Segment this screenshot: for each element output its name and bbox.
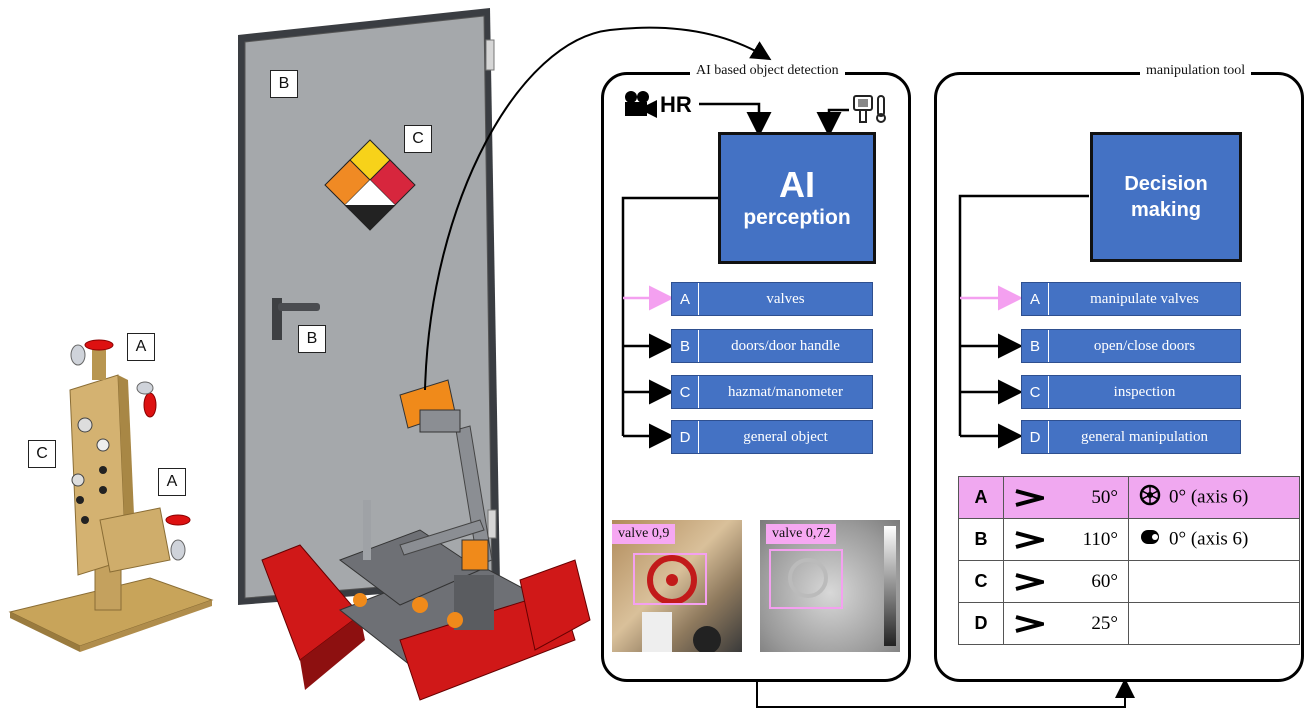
ai-item-key: A [672,283,699,315]
row-key: A [958,476,1004,519]
decision-item-d: D general manipulation [1021,420,1241,454]
axis-rotation: 0° (axis 6) [1169,485,1249,507]
decision-item-b: B open/close doors [1021,329,1241,363]
ai-item-b: B doors/door handle [671,329,873,363]
decision-flow-lines [958,194,1089,449]
axis-rotation [1128,602,1300,645]
red-valve-wheel-icon [633,553,721,652]
gripper-angle-icon [1014,530,1050,556]
gripper-angle-icon [1014,488,1050,514]
label-hazmat-c: C [404,125,432,153]
ai-box-subtitle: perception [743,206,851,229]
decision-item-c: C inspection [1021,375,1241,409]
hr-camera-label: HR [660,92,692,117]
decision-item-key: B [1022,330,1049,362]
table-row: A 50° 0° (axis 6) [958,476,1300,519]
tool-parameter-table: A 50° 0° (axis 6) B 110° 0° (axis 6) C 6… [958,476,1300,645]
label-valve-a-bottom: A [158,468,186,496]
thermal-valve-icon [769,526,896,646]
ai-item-text: hazmat/manometer [728,383,843,400]
ai-item-text: valves [766,290,805,307]
row-key: C [958,560,1004,603]
ai-item-text: general object [743,428,828,445]
ai-perception-box: AI perception [718,132,876,264]
door-handle-icon [1139,526,1161,554]
detection-label-thermal: valve 0,72 [766,524,837,544]
ai-item-key: D [672,421,699,453]
decision-item-text: open/close doors [1093,337,1196,354]
ai-flow-lines [621,102,849,449]
decision-box-line2: making [1130,199,1202,221]
thermal-detection-image: valve 0,72 [760,520,900,652]
label-door-b: B [270,70,298,98]
panel-connector-arrow [756,678,1135,708]
decision-item-key: C [1022,376,1049,408]
gripper-angle: 60° [1091,570,1118,592]
detection-arrow [424,26,772,391]
hazmat-placards [324,139,416,231]
gripper-angle-icon [1014,614,1050,640]
decision-item-text: general manipulation [1080,428,1209,445]
decision-box-line1: Decision [1124,173,1208,195]
decision-item-key: A [1022,283,1049,315]
detection-label-rgb: valve 0,9 [612,524,676,544]
gripper-angle: 50° [1091,486,1118,508]
rgb-detection-image: valve 0,9 [612,520,742,652]
axis-rotation [1128,560,1300,603]
ai-box-title: AI [779,164,815,205]
door [238,8,500,605]
decision-item-a: A manipulate valves [1021,282,1241,316]
valve-wheel-icon [1139,484,1161,512]
ai-panel-title: AI based object detection [690,63,845,79]
table-row: C 60° [958,560,1300,603]
ai-item-c: C hazmat/manometer [671,375,873,409]
robot [261,379,591,701]
thermal-camera-icon [853,95,886,123]
label-valve-a-top: A [127,333,155,361]
decision-item-text: manipulate valves [1090,290,1199,307]
row-key: B [958,518,1004,561]
ai-item-a: A valves [671,282,873,316]
table-row: B 110° 0° (axis 6) [958,518,1300,561]
label-handle-b: B [298,325,326,353]
gripper-angle-icon [1014,572,1050,598]
axis-rotation: 0° (axis 6) [1169,527,1249,549]
ai-item-key: C [672,376,699,408]
valve-stand [8,339,214,652]
ai-item-text: doors/door handle [731,337,840,354]
video-camera-icon [625,91,657,118]
decision-item-key: D [1022,421,1049,453]
ai-item-key: B [672,330,699,362]
decision-item-text: inspection [1113,383,1176,400]
decision-making-box: Decision making [1090,132,1242,262]
ai-item-d: D general object [671,420,873,454]
manipulation-panel-title: manipulation tool [1140,63,1252,79]
label-manometer-c: C [28,440,56,468]
gripper-angle: 25° [1091,612,1118,634]
gripper-angle: 110° [1082,528,1118,550]
table-row: D 25° [958,602,1300,645]
row-key: D [958,602,1004,645]
